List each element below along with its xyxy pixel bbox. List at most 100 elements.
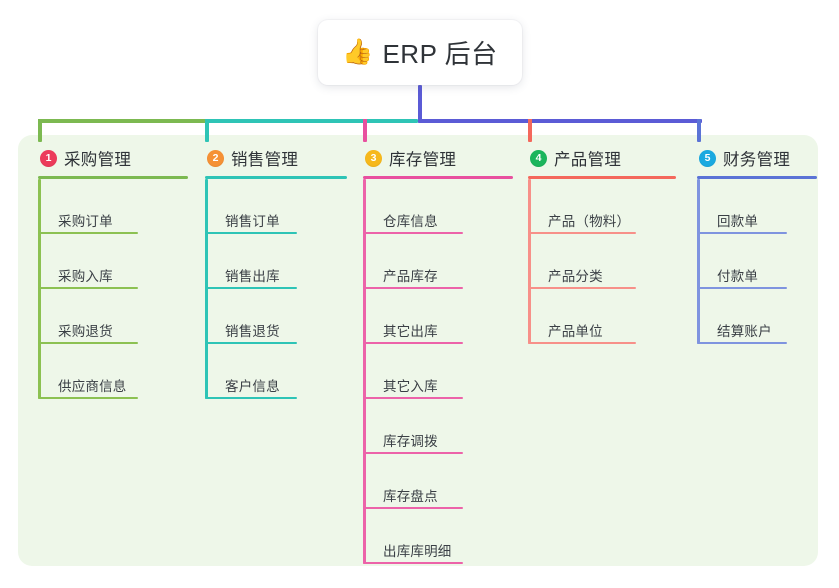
leaf-item-label: 销售出库 bbox=[225, 269, 280, 284]
leaf-item-rule bbox=[528, 287, 636, 289]
bus-segment-3 bbox=[418, 119, 702, 123]
leaf-item[interactable]: 其它出库 bbox=[363, 289, 513, 344]
leaf-item-rule bbox=[205, 342, 297, 344]
branch-spine bbox=[205, 179, 208, 399]
leaf-item[interactable]: 销售出库 bbox=[205, 234, 347, 289]
branch-header-rule bbox=[697, 176, 817, 179]
leaf-item-rule bbox=[38, 232, 138, 234]
branch-title: 采购管理 bbox=[64, 151, 132, 169]
leaf-item[interactable]: 库存盘点 bbox=[363, 454, 513, 509]
leaf-item-label: 产品单位 bbox=[548, 324, 603, 339]
branch-header-5[interactable]: 5 财务管理 bbox=[697, 146, 817, 170]
leaf-item[interactable]: 产品单位 bbox=[528, 289, 676, 344]
branch-header-rule bbox=[205, 176, 347, 179]
leaf-item-rule bbox=[205, 397, 297, 399]
leaf-item-rule bbox=[528, 232, 636, 234]
branch-title: 产品管理 bbox=[554, 151, 622, 169]
branch-header-1[interactable]: 1 采购管理 bbox=[38, 146, 188, 170]
leaf-item-label: 产品库存 bbox=[383, 269, 438, 284]
leaf-item[interactable]: 结算账户 bbox=[697, 289, 817, 344]
leaf-item-rule bbox=[528, 342, 636, 344]
leaf-item-rule bbox=[363, 287, 463, 289]
leaf-item[interactable]: 客户信息 bbox=[205, 344, 347, 399]
thumbs-up-icon: 👍 bbox=[342, 38, 374, 66]
drop-stub-3 bbox=[363, 119, 367, 142]
leaf-item-rule bbox=[38, 342, 138, 344]
leaf-item[interactable]: 回款单 bbox=[697, 179, 817, 234]
branch-header-4[interactable]: 4 产品管理 bbox=[528, 146, 676, 170]
leaf-item-rule bbox=[363, 452, 463, 454]
branch-items: 产品（物料） 产品分类产品单位 bbox=[528, 179, 676, 344]
leaf-item-label: 其它入库 bbox=[383, 379, 438, 394]
root-stem bbox=[418, 85, 422, 123]
leaf-item[interactable]: 供应商信息 bbox=[38, 344, 188, 399]
leaf-item[interactable]: 付款单 bbox=[697, 234, 817, 289]
leaf-item[interactable]: 销售订单 bbox=[205, 179, 347, 234]
leaf-item[interactable]: 产品分类 bbox=[528, 234, 676, 289]
branch-title: 财务管理 bbox=[723, 151, 791, 169]
branch-title: 库存管理 bbox=[389, 151, 457, 169]
leaf-item-rule bbox=[38, 287, 138, 289]
leaf-item-label: 回款单 bbox=[717, 214, 759, 229]
branch-spine bbox=[38, 179, 41, 399]
leaf-item-label: 结算账户 bbox=[717, 324, 772, 339]
branch-header-2[interactable]: 2 销售管理 bbox=[205, 146, 347, 170]
leaf-item[interactable]: 产品（物料） bbox=[528, 179, 676, 234]
branch-number-badge: 1 bbox=[40, 149, 57, 167]
leaf-item-label: 销售订单 bbox=[225, 214, 280, 229]
branch-spine bbox=[528, 179, 531, 344]
branch-number-badge: 3 bbox=[365, 149, 382, 167]
root-node-label: ERP 后台 bbox=[382, 39, 498, 69]
branch-header-rule bbox=[363, 176, 513, 179]
branch-number-badge: 4 bbox=[530, 149, 547, 167]
leaf-item[interactable]: 出库库明细 bbox=[363, 509, 513, 564]
branch-header-3[interactable]: 3 库存管理 bbox=[363, 146, 513, 170]
leaf-item-label: 供应商信息 bbox=[58, 379, 127, 394]
drop-stub-1 bbox=[38, 119, 42, 142]
leaf-item-rule bbox=[697, 232, 787, 234]
leaf-item-rule bbox=[697, 342, 787, 344]
branch-number-badge: 2 bbox=[207, 149, 224, 167]
drop-stub-4 bbox=[528, 119, 532, 142]
leaf-item[interactable]: 采购入库 bbox=[38, 234, 188, 289]
branch-column-4: 4 产品管理产品（物料） 产品分类产品单位 bbox=[528, 146, 676, 344]
leaf-item-rule bbox=[363, 342, 463, 344]
leaf-item[interactable]: 采购订单 bbox=[38, 179, 188, 234]
branch-header-rule bbox=[38, 176, 188, 179]
drop-stub-2 bbox=[205, 119, 209, 142]
leaf-item-label: 采购订单 bbox=[58, 214, 113, 229]
root-node[interactable]: 👍 ERP 后台 bbox=[318, 20, 522, 85]
leaf-item-rule bbox=[363, 562, 463, 564]
branch-header-rule bbox=[528, 176, 676, 179]
branch-items: 销售订单销售出库销售退货客户信息 bbox=[205, 179, 347, 399]
leaf-item[interactable]: 其它入库 bbox=[363, 344, 513, 399]
branch-column-1: 1 采购管理采购订单采购入库采购退货供应商信息 bbox=[38, 146, 188, 399]
leaf-item-label: 仓库信息 bbox=[383, 214, 438, 229]
leaf-item-label: 产品分类 bbox=[548, 269, 603, 284]
leaf-item[interactable]: 采购退货 bbox=[38, 289, 188, 344]
leaf-item-label: 销售退货 bbox=[225, 324, 280, 339]
leaf-item-rule bbox=[205, 287, 297, 289]
leaf-item-label: 付款单 bbox=[717, 269, 759, 284]
leaf-item[interactable]: 库存调拨 bbox=[363, 399, 513, 454]
leaf-item-label: 其它出库 bbox=[383, 324, 438, 339]
drop-stub-5 bbox=[697, 119, 701, 142]
branch-column-5: 5 财务管理回款单付款单结算账户 bbox=[697, 146, 817, 344]
leaf-item-label: 库存调拨 bbox=[383, 434, 438, 449]
leaf-item-label: 采购退货 bbox=[58, 324, 113, 339]
branch-title: 销售管理 bbox=[231, 151, 299, 169]
branch-items: 回款单付款单结算账户 bbox=[697, 179, 817, 344]
leaf-item-label: 采购入库 bbox=[58, 269, 113, 284]
branch-items: 仓库信息产品库存其它出库其它入库库存调拨库存盘点出库库明细 bbox=[363, 179, 513, 564]
leaf-item[interactable]: 产品库存 bbox=[363, 234, 513, 289]
bus-segment-1 bbox=[39, 119, 206, 123]
bus-segment-2 bbox=[206, 119, 418, 123]
leaf-item-rule bbox=[205, 232, 297, 234]
branch-items: 采购订单采购入库采购退货供应商信息 bbox=[38, 179, 188, 399]
diagram-panel bbox=[18, 135, 818, 566]
leaf-item[interactable]: 销售退货 bbox=[205, 289, 347, 344]
leaf-item[interactable]: 仓库信息 bbox=[363, 179, 513, 234]
branch-number-badge: 5 bbox=[699, 149, 716, 167]
branch-column-3: 3 库存管理仓库信息产品库存其它出库其它入库库存调拨库存盘点出库库明细 bbox=[363, 146, 513, 564]
